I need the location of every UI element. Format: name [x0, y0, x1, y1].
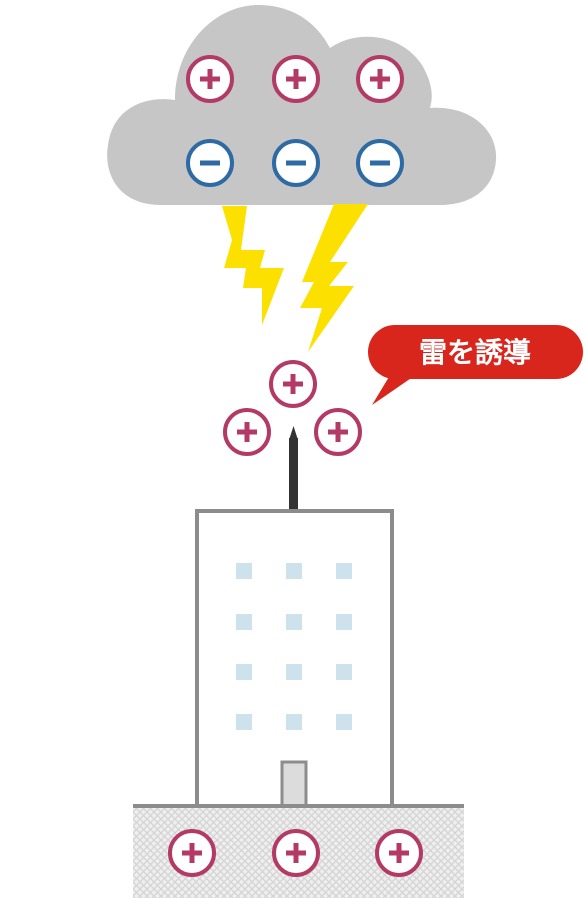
window — [236, 563, 252, 579]
rod-tip — [289, 426, 298, 440]
building-windows — [236, 563, 352, 730]
window — [236, 714, 252, 730]
plus-charge-icon — [186, 55, 234, 103]
plus-charge-icon — [269, 360, 317, 408]
window — [236, 664, 252, 680]
window — [286, 563, 302, 579]
callout-bubble: 雷を誘導 — [368, 325, 583, 405]
window — [336, 563, 352, 579]
window — [336, 614, 352, 630]
plus-charge-icon — [314, 408, 362, 456]
ground-charges — [168, 829, 423, 877]
storm-cloud — [107, 5, 497, 205]
rod-shaft — [289, 438, 298, 512]
window — [336, 664, 352, 680]
air-charges — [223, 360, 362, 456]
window — [236, 614, 252, 630]
plus-charge-icon — [272, 55, 320, 103]
callout-box — [368, 325, 583, 379]
building-body — [195, 509, 394, 808]
minus-charge-icon — [186, 139, 234, 187]
building — [195, 509, 394, 808]
cloud-charges — [186, 55, 404, 187]
lightning-bolts — [222, 204, 368, 352]
plus-charge-icon — [223, 408, 271, 456]
minus-charge-icon — [356, 139, 404, 187]
plus-charge-icon — [375, 829, 423, 877]
window — [286, 714, 302, 730]
plus-charge-icon — [272, 829, 320, 877]
plus-charge-icon — [356, 55, 404, 103]
window — [286, 664, 302, 680]
lightning-rod — [289, 426, 298, 512]
plus-charge-icon — [168, 829, 216, 877]
window — [286, 614, 302, 630]
minus-charge-icon — [272, 139, 320, 187]
ground — [133, 804, 464, 898]
lightning-bolt-icon — [300, 204, 368, 352]
window — [336, 714, 352, 730]
lightning-bolt-icon — [222, 206, 284, 325]
building-door — [280, 760, 308, 808]
callout-text: 雷を誘導 — [419, 336, 531, 369]
